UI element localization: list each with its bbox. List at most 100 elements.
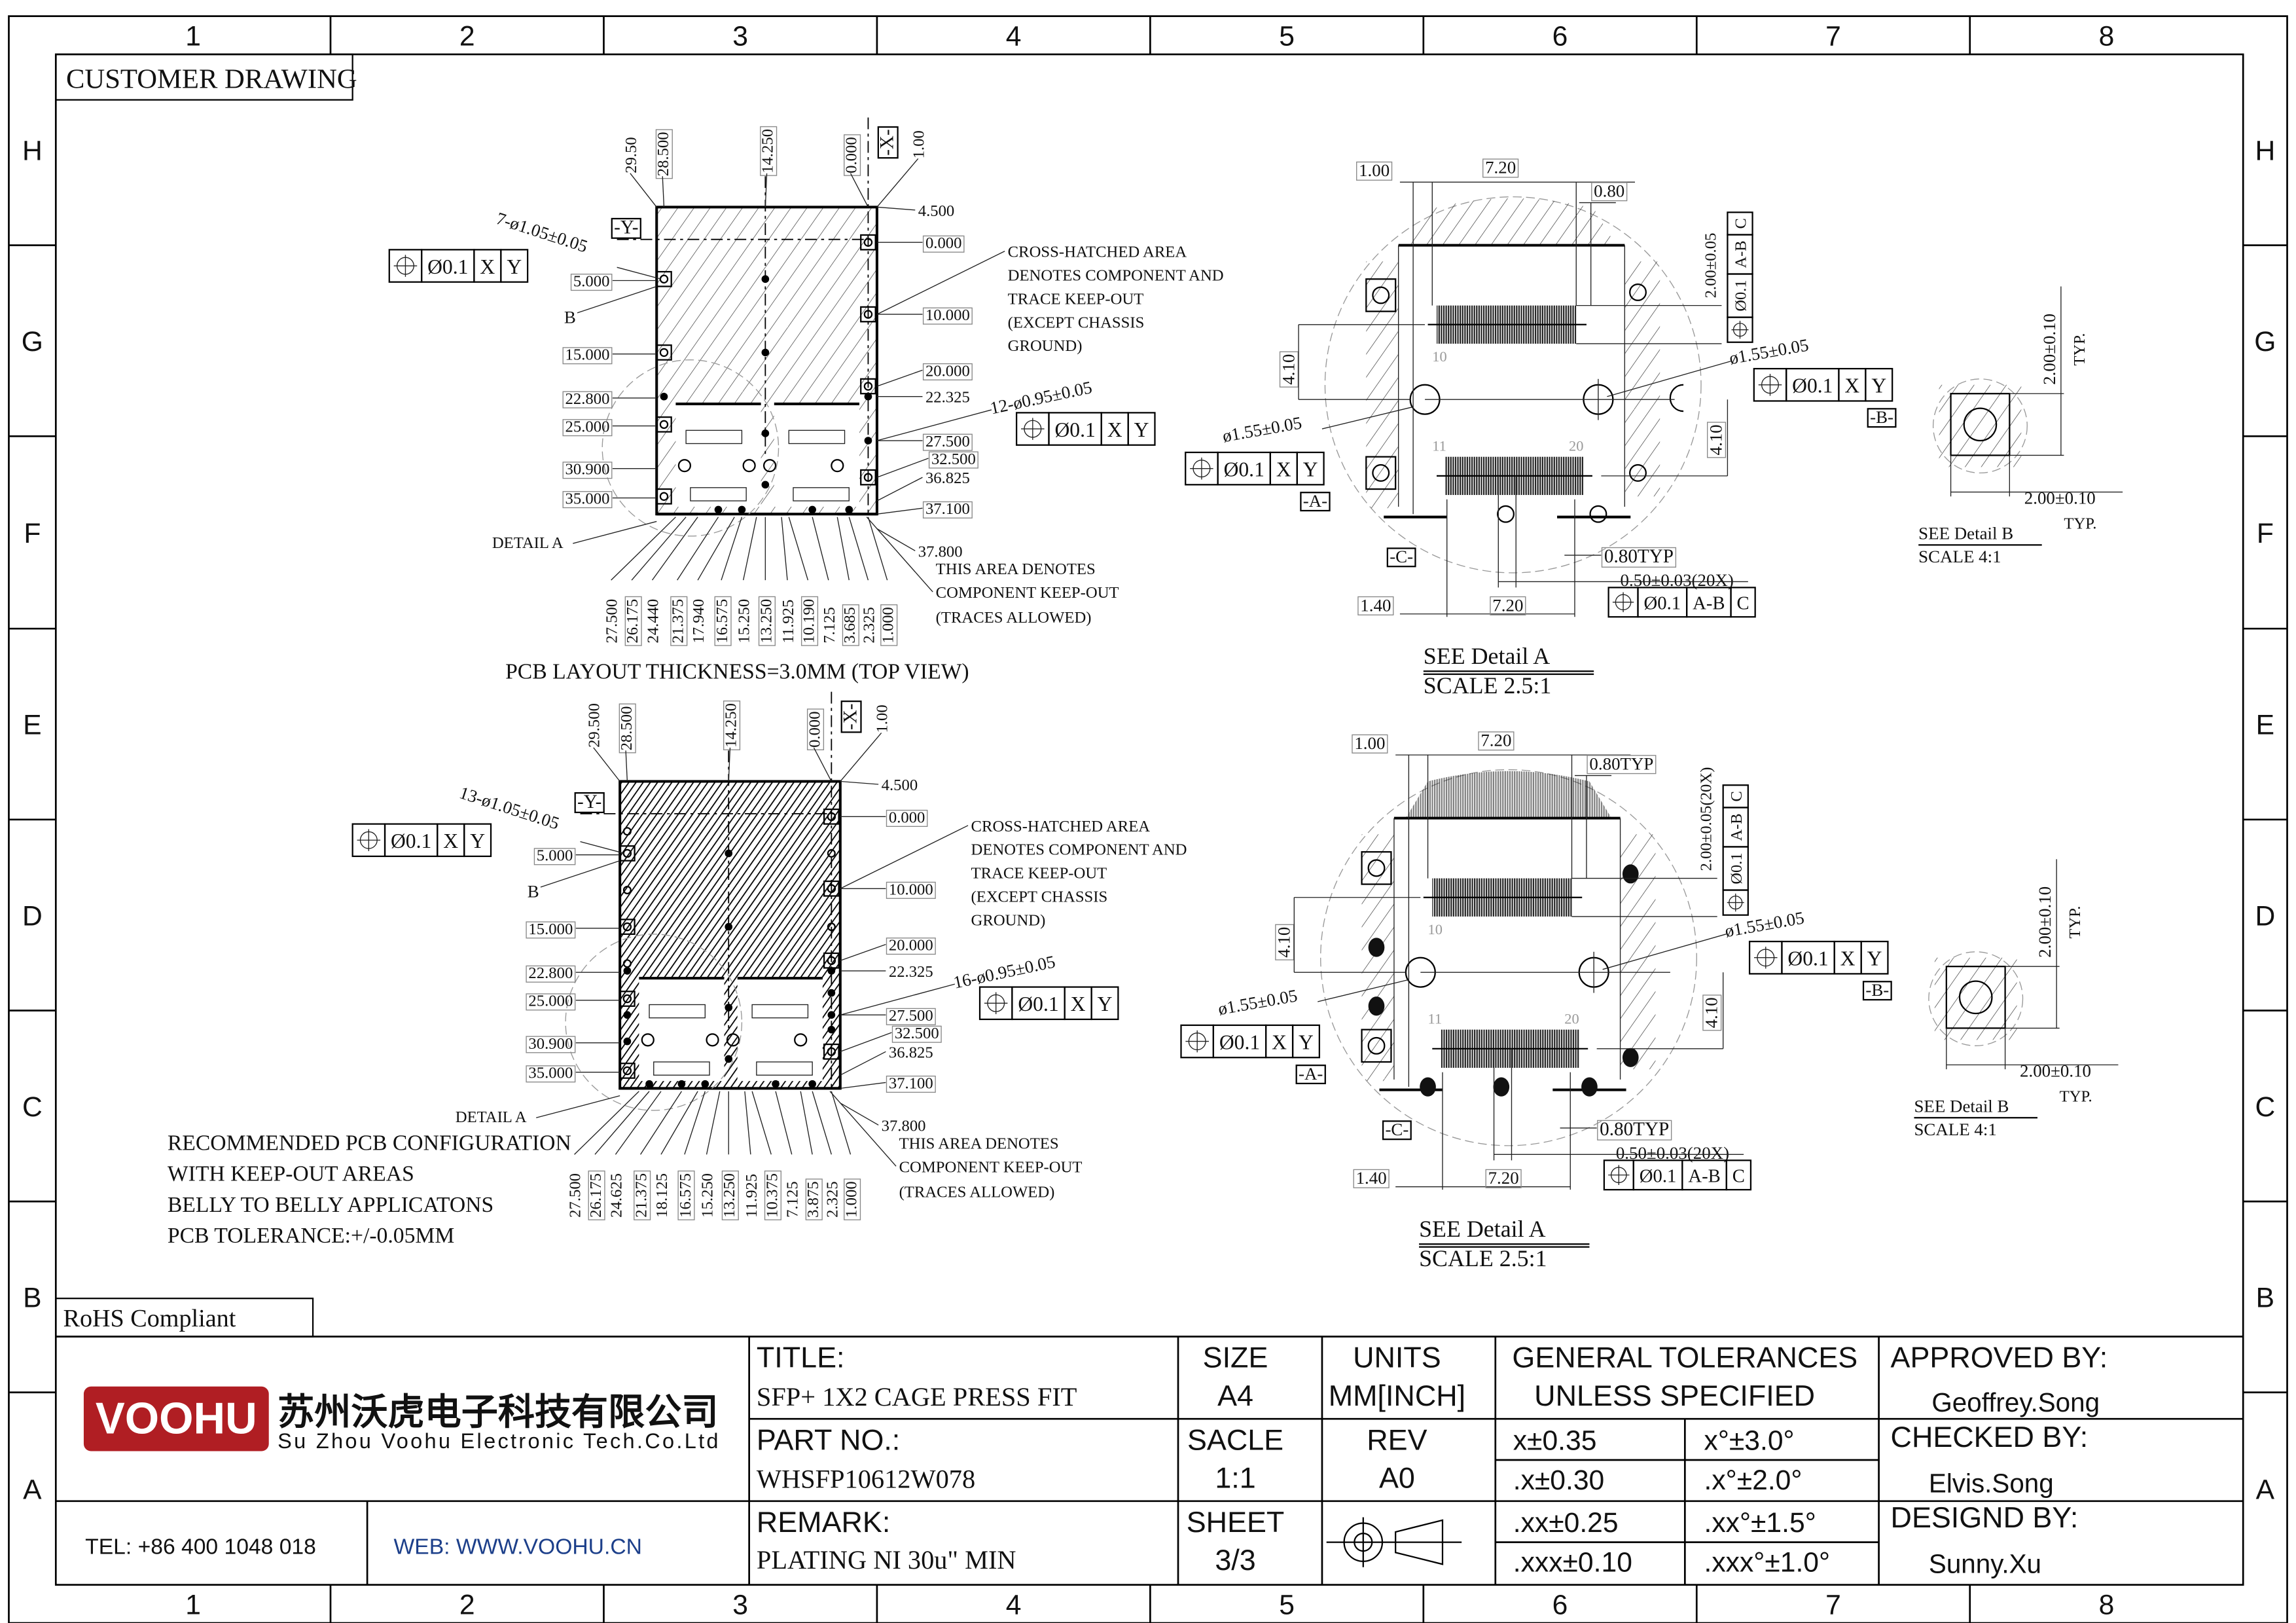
fcf-value: Y	[470, 830, 485, 852]
hole	[622, 886, 632, 895]
dimension-box	[1591, 182, 1628, 202]
fcf-value: Y	[1871, 374, 1886, 397]
position-tolerance-icon	[1021, 418, 1045, 440]
leader-line	[639, 1091, 682, 1155]
dimension-label: 4.500	[882, 776, 918, 794]
connector-pin-row	[751, 1004, 809, 1019]
dimension-box	[922, 307, 973, 325]
pin-hole	[827, 1011, 836, 1019]
dimension-label: 30.900	[528, 1035, 573, 1053]
leader-line	[876, 458, 929, 478]
connector-pin-row	[649, 1004, 706, 1019]
connector-pin-row	[788, 429, 846, 445]
row-label: D	[2255, 900, 2275, 932]
pin-hole	[864, 392, 872, 401]
voohu-logo: VOOHU	[83, 1386, 269, 1451]
title-value: SFP+ 1X2 CAGE PRESS FIT	[757, 1382, 1077, 1412]
half-hole	[1669, 384, 1684, 412]
dimension-label: 7.20	[1485, 158, 1516, 177]
dimension-box	[723, 701, 741, 750]
fcf-cell	[1127, 412, 1156, 446]
leader-line	[831, 1091, 852, 1155]
leader-line	[577, 285, 657, 314]
dimension-box	[619, 703, 636, 754]
press-fit-pad	[1945, 966, 2006, 1029]
dimension-label: 22.800	[528, 964, 573, 982]
dimension-box	[1862, 981, 1892, 1001]
dimension-label: 3.685	[841, 607, 859, 644]
pin-hole	[808, 505, 816, 514]
dimension-label: 10.375	[763, 1173, 781, 1218]
column-label: 3	[732, 21, 748, 52]
position-tolerance-icon	[1758, 374, 1782, 396]
typ-label: TYP.	[2066, 906, 2084, 939]
cage-footprint	[737, 978, 823, 1082]
dimension-label: 37.100	[889, 1074, 933, 1092]
connector-pin-row	[756, 1061, 813, 1076]
website-link[interactable]: WEB: WWW.VOOHU.CN	[393, 1535, 641, 1559]
column-label: 8	[2099, 1590, 2115, 1621]
leader-line	[1318, 979, 1409, 1002]
row-label: E	[2256, 710, 2274, 741]
hole	[1629, 283, 1647, 301]
checked-by-value: Elvis.Song	[1929, 1468, 2054, 1498]
crossed-hole	[831, 459, 844, 473]
position-tolerance-icon	[393, 255, 418, 277]
hole	[827, 922, 836, 932]
pin-label: 10	[1432, 348, 1446, 365]
leader-line	[840, 733, 882, 782]
pin-label: 20	[1564, 1011, 1579, 1027]
dimension-label: 7.20	[1488, 1168, 1519, 1188]
leader-line	[840, 943, 886, 961]
pin-hole	[623, 1011, 632, 1019]
datum-x-label: -X-	[877, 129, 898, 155]
detail-boundary	[1324, 196, 1702, 574]
tolerance-subtitle: UNLESS SPECIFIED	[1534, 1379, 1815, 1412]
press-fit-pad	[1950, 393, 2011, 456]
pin-hole	[714, 505, 723, 514]
title-label: TITLE:	[757, 1341, 845, 1374]
fcf-value: Y	[507, 255, 522, 278]
customer-drawing-tag: CUSTOMER DRAWING	[55, 53, 357, 101]
leader-line	[781, 517, 788, 581]
dimension-box	[714, 596, 732, 646]
designed-by-label: DESIGND BY:	[1891, 1501, 2079, 1534]
keep-out-note-line: COMPONENT KEEP-OUT	[899, 1158, 1083, 1176]
tolerance-title: GENERAL TOLERANCES	[1512, 1341, 1857, 1374]
pin-hole	[772, 1080, 780, 1088]
dimension-box	[1300, 492, 1331, 512]
leader-line	[829, 1091, 897, 1167]
fcf-value: Ø0.1	[1219, 1030, 1260, 1053]
detail-a-label: DETAIL A	[492, 534, 564, 552]
keep-out-hatch	[1939, 384, 2022, 467]
dimension-box	[1702, 994, 1722, 1031]
note-line: PCB TOLERANCE:+/-0.05MM	[168, 1224, 454, 1248]
row-label: D	[22, 900, 43, 932]
dimension-label: 7.125	[784, 1181, 802, 1218]
dimension-box	[634, 1170, 651, 1220]
dimension-box	[1279, 351, 1299, 388]
detail-b-scale: SCALE 4:1	[1918, 547, 2001, 566]
keep-out-note-line: COMPONENT KEEP-OUT	[936, 584, 1119, 602]
dimension-box	[922, 363, 973, 380]
dimension-box	[886, 881, 936, 899]
row-label: F	[24, 518, 41, 549]
hole	[863, 382, 873, 391]
keep-out-note-line: DENOTES COMPONENT AND	[1008, 267, 1224, 285]
pin-hole	[1493, 1077, 1510, 1097]
pin-hole	[1581, 1077, 1598, 1097]
dimension-label: 15.250	[699, 1173, 717, 1218]
pin-label: 11	[1432, 438, 1446, 454]
connector-pin-row	[690, 487, 747, 501]
fcf-value: A-B	[1693, 593, 1725, 614]
leader-line	[677, 517, 719, 581]
leader-line	[876, 477, 923, 501]
fcf-value: Ø0.1	[1728, 852, 1746, 884]
position-tolerance-frame: Ø0.1A-BC	[1727, 211, 1753, 343]
detail-a-label: DETAIL A	[456, 1108, 527, 1126]
press-fit-pad	[860, 234, 876, 251]
